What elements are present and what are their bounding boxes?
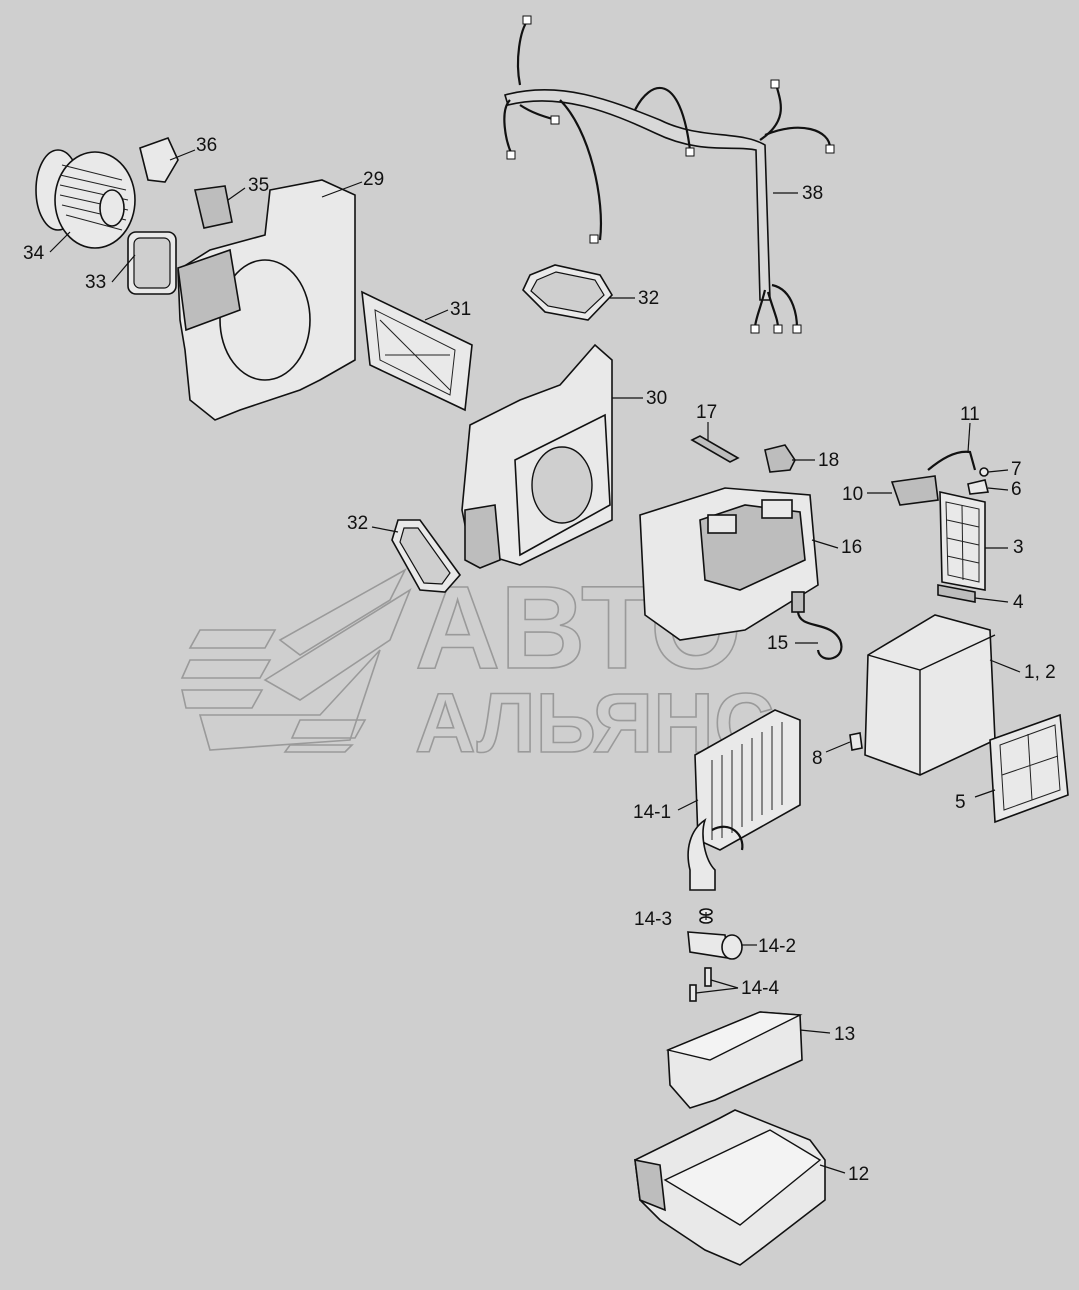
- callout-14-3: 14-3: [634, 909, 672, 930]
- rod-part-11: [927, 450, 977, 471]
- callout-7: 7: [1011, 459, 1022, 480]
- blower-housing-part-29: [177, 179, 356, 421]
- callout-29: 29: [363, 169, 384, 190]
- blower-motor-part-34: [35, 149, 136, 249]
- callout-32-top: 32: [638, 288, 659, 309]
- callout-33: 33: [85, 272, 106, 293]
- seal-part-4: [937, 584, 976, 603]
- gasket-32-left-inner: [399, 527, 451, 585]
- callout-30: 30: [646, 388, 667, 409]
- callout-12: 12: [848, 1164, 869, 1185]
- callout-labels: 36 35 29 34 33 38 32 31 30 17 18 11 7 6 …: [23, 135, 1056, 1185]
- callout-11: 11: [960, 404, 980, 425]
- resistor-part-35: [194, 185, 233, 229]
- callout-32-left: 32: [347, 513, 368, 534]
- callout-16: 16: [841, 537, 862, 558]
- case-part-1-2: [864, 614, 996, 776]
- callout-17: 17: [696, 402, 717, 423]
- duct-housing-part-30: [461, 343, 613, 569]
- callout-36: 36: [196, 135, 217, 156]
- callout-3: 3: [1013, 537, 1024, 558]
- expansion-valve-part-14-2: [687, 931, 743, 960]
- lower-case-part-12: [634, 1109, 826, 1266]
- lever-part-6: [967, 479, 989, 495]
- mode-actuator-part-10: [890, 475, 939, 506]
- callout-38: 38: [802, 183, 823, 204]
- wiring-harness-part-38: [503, 15, 835, 334]
- callout-35: 35: [248, 175, 269, 196]
- callout-15: 15: [767, 633, 788, 654]
- watermark-logo: [180, 568, 412, 753]
- callout-5: 5: [955, 792, 966, 813]
- relay-part-18: [764, 444, 796, 473]
- callout-4: 4: [1013, 592, 1024, 613]
- filter-part-3: [939, 490, 986, 591]
- heater-core-part-16: [639, 487, 819, 641]
- gasket-33-inner: [133, 237, 171, 289]
- callout-14-2: 14-2: [758, 936, 796, 957]
- callout-8: 8: [812, 748, 823, 769]
- callout-18: 18: [818, 450, 839, 471]
- callout-31: 31: [450, 299, 471, 320]
- actuator-part-36: [139, 136, 179, 183]
- callout-13: 13: [834, 1024, 855, 1045]
- bolts-part-14-4: [689, 967, 712, 1002]
- callout-10: 10: [842, 484, 863, 505]
- callout-14-4: 14-4: [741, 978, 779, 999]
- evaporator-part-14-1: [687, 709, 801, 891]
- sensor-part-15: [791, 591, 843, 660]
- evaporator-fins: [711, 722, 783, 840]
- clip-part-8: [849, 732, 863, 751]
- clip-part-7: [979, 467, 989, 477]
- callout-14-1: 14-1: [633, 802, 671, 823]
- drain-tray-part-13: [665, 1011, 803, 1109]
- filter-cover-part-5: [989, 713, 1069, 824]
- bracket-part-17: [690, 435, 740, 463]
- leader-lines: [49, 149, 1021, 1174]
- callout-6: 6: [1011, 479, 1022, 500]
- callout-34: 34: [23, 243, 45, 264]
- gasket-32-top-inner: [530, 271, 605, 314]
- callout-1-2: 1, 2: [1024, 662, 1056, 683]
- filter-frame-part-31: [361, 290, 473, 412]
